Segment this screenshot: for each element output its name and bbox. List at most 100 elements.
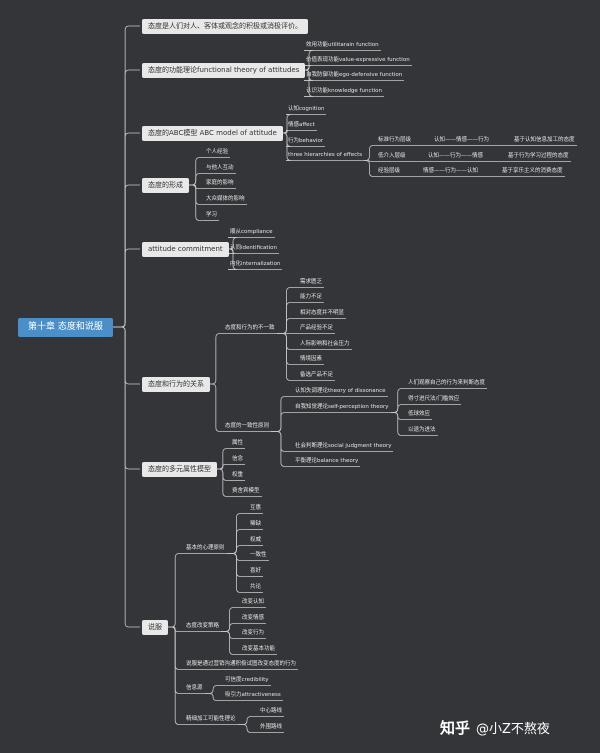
connector-cs: [168, 626, 184, 632]
connector-b6: [227, 553, 248, 593]
connector-sp1: [391, 388, 406, 413]
subtopic-c3: 内化internalization: [230, 261, 281, 267]
subtopic-h2: 低介入层级: [378, 153, 406, 159]
connector-sp2: [391, 404, 406, 413]
watermark: 知乎 @小Z不熬夜: [440, 717, 550, 738]
connector-sr2: [205, 693, 223, 701]
connector-elm: [168, 626, 184, 725]
connector-multi: [113, 326, 140, 470]
connector-c1: [228, 237, 238, 250]
subtopic-s1: 改变认知: [242, 599, 265, 605]
branch-topic-per: 说服: [142, 619, 168, 635]
connector-i2: [277, 302, 298, 334]
connector-fm5: [189, 184, 204, 221]
subtopic-a1: 认知cognition: [288, 106, 325, 112]
subtopic-i5: 人际影响和社会压力: [300, 341, 350, 347]
zhihu-logo: 知乎: [440, 719, 471, 737]
subtopic-m1: 属性: [232, 440, 244, 446]
connector-a4: [282, 132, 292, 161]
connector-inc: [210, 333, 223, 385]
connector-a1: [282, 114, 292, 134]
connector-i5: [277, 333, 298, 350]
subtopic-s4: 改变基本功能: [242, 646, 276, 652]
connector-i1: [277, 287, 298, 334]
connector-e2: [238, 724, 258, 733]
connector-i7: [277, 333, 298, 381]
subtopic-i7: 备选产品不足: [300, 372, 334, 378]
subtopic-fm2: 与他人互动: [206, 165, 234, 171]
subtopic-i3: 相对态度并不明显: [300, 310, 345, 316]
subtopic-i4: 产品经验不足: [300, 325, 334, 331]
subtopic-co4: 平衡理论balance theory: [295, 458, 359, 464]
root-topic: 第十章 态度和说服: [18, 317, 113, 337]
connector-h3: [364, 160, 376, 177]
connector-b2: [227, 529, 248, 554]
connector-commit: [113, 248, 140, 328]
subtopic-i1: 需求匮乏: [300, 279, 323, 285]
subtopic-m2: 信念: [232, 456, 244, 462]
connector-form: [113, 184, 140, 328]
connector-a2: [283, 130, 289, 134]
connector-co2: [271, 412, 293, 432]
subtopic-fm1: 个人经验: [206, 149, 229, 155]
subtopic-fm5: 学习: [206, 212, 218, 218]
connector-m1: [217, 448, 230, 470]
subtopic-h3d: 基于享乐主义的消费态度: [502, 168, 563, 174]
connector-s4: [221, 631, 240, 655]
subtopic-h3: 经验层级: [378, 168, 401, 174]
subtopic-co2: 自我知觉理论self-perception theory: [295, 404, 389, 410]
connector-s2: [221, 623, 240, 632]
subtopic-h1d: 基于认知信息加工的态度: [514, 137, 575, 143]
subtopic-h1: 标准行为层级: [378, 137, 412, 143]
subtopic-a3: 行为behavior: [288, 138, 324, 144]
subtopic-m3: 权重: [232, 472, 244, 478]
subtopic-pm: 说服是通过营销沟通积极试图改变态度的行为: [186, 661, 297, 667]
subtopic-f4: 认识功能knowledge function: [306, 88, 383, 94]
connector-b3: [227, 545, 248, 554]
author-handle: @小Z不熬夜: [476, 722, 550, 737]
connector-s3: [221, 631, 240, 639]
subtopic-sp1: 人们观察自己的行为来判断态度: [408, 380, 486, 386]
connector-co4: [271, 431, 293, 467]
connector-fm2: [189, 173, 204, 186]
connector-func: [113, 69, 140, 328]
connector-c3: [228, 248, 238, 270]
subtopic-c1: 顺从compliance: [230, 229, 273, 235]
subtopic-a4: three hierarchies of effects: [288, 152, 363, 158]
connector-f4: [304, 69, 314, 97]
subtopic-f1: 效用功能utilitarain function: [306, 42, 379, 48]
subtopic-bp: 基本的心理原则: [186, 545, 225, 551]
connector-b4: [227, 553, 248, 561]
branch-topic-form: 态度的形成: [142, 177, 189, 193]
subtopic-b4: 一致性: [250, 552, 267, 558]
subtopic-b5: 喜好: [250, 568, 262, 574]
connector-e1: [238, 716, 258, 725]
branch-topic-func: 态度的功能理论functional theory of attitudes: [142, 62, 306, 78]
connector-s1: [221, 607, 240, 632]
subtopic-c2: 认同identification: [230, 245, 277, 251]
connector-i3: [277, 318, 298, 334]
subtopic-a2: 情感affect: [288, 122, 315, 128]
subtopic-sp4: 以退为进法: [408, 427, 436, 433]
connector-h2: [364, 160, 376, 162]
connector-fm1: [189, 157, 204, 186]
subtopic-f3: 自我防御功能ego-defensive function: [306, 72, 403, 78]
subtopic-h3s: 情感——行为——认知: [423, 168, 479, 174]
connector-m4: [217, 468, 230, 497]
branch-topic-abc: 态度的ABC模型 ABC model of attitude: [142, 125, 283, 141]
connector-pm: [168, 626, 184, 670]
subtopic-m4: 费舍宾模型: [232, 488, 260, 494]
connector-fm3: [189, 184, 204, 189]
subtopic-co1: 认知失调理论theory of dissonance: [295, 388, 386, 394]
branch-topic-rel: 态度和行为的关系: [142, 376, 210, 392]
connector-h1: [364, 145, 376, 161]
connector-bp: [168, 553, 184, 628]
connector-b5: [227, 553, 248, 577]
subtopic-b6: 共论: [250, 584, 262, 590]
subtopic-elm: 精细加工可能性理论: [186, 716, 236, 722]
subtopic-sp3: 低球效应: [408, 411, 431, 417]
subtopic-i2: 能力不足: [300, 294, 323, 300]
subtopic-e2: 外围路线: [260, 724, 283, 730]
connector-sp4: [391, 412, 406, 436]
connector-f1: [304, 50, 314, 71]
